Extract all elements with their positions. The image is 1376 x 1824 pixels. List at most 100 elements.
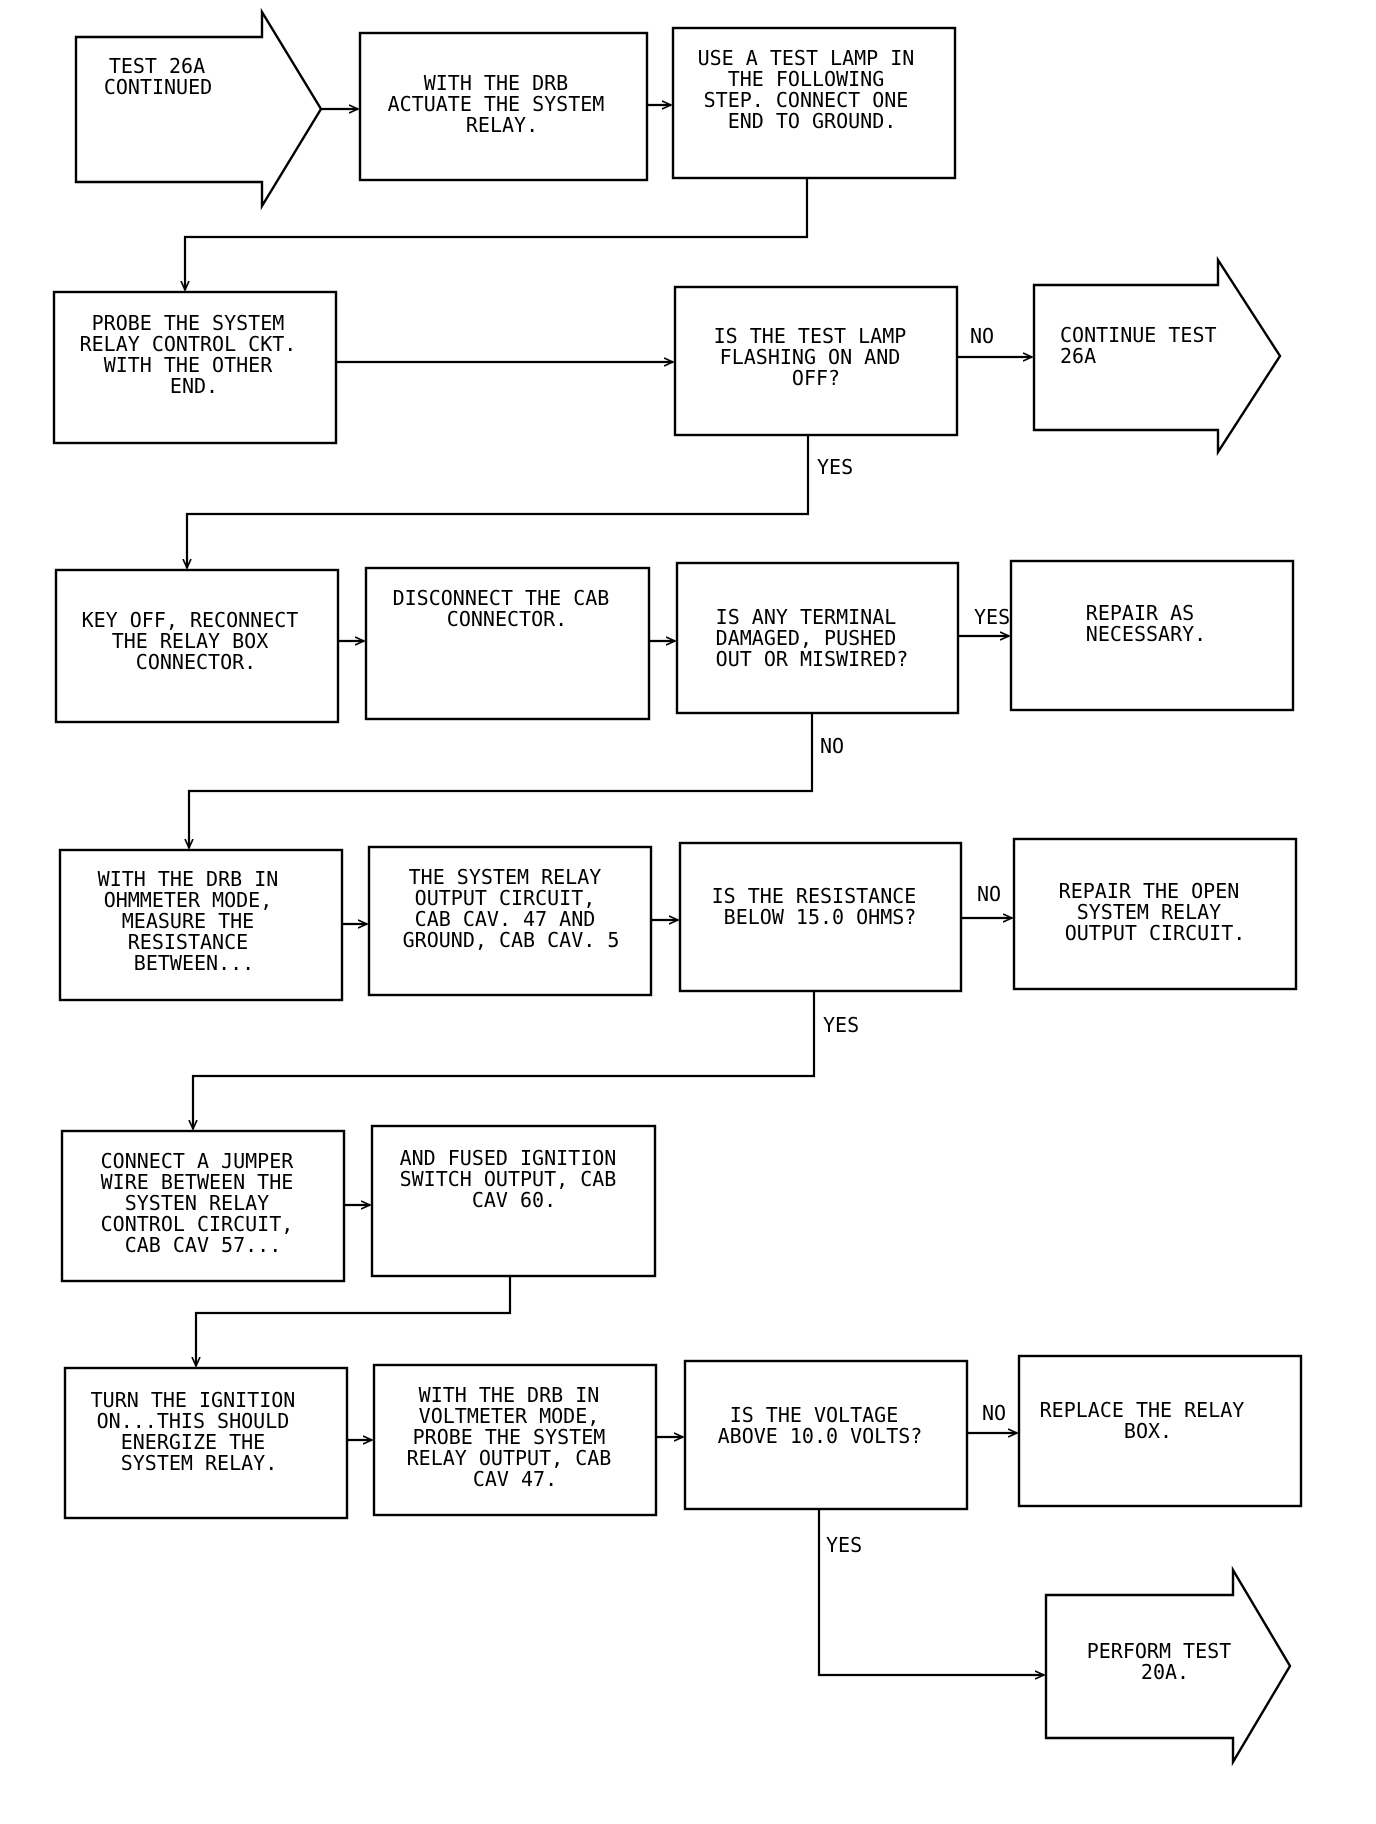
node-text-line: PROBE THE SYSTEM (413, 1425, 606, 1449)
jumper-box (60, 1129, 346, 1283)
node-output-circuit-text: THE SYSTEM RELAY OUTPUT CIRCUIT, CAB CAV… (403, 865, 620, 952)
node-text-line: CONNECTOR. (136, 650, 256, 674)
node-text-line: WITH THE DRB IN (419, 1383, 600, 1407)
edge-label-lamp-no: NO (970, 324, 994, 348)
node-text-line: WITH THE DRB IN (98, 867, 279, 891)
edge-label-lamp-yes: YES (817, 455, 853, 479)
edge-label-voltage-no: NO (982, 1401, 1006, 1425)
node-text-line: OUTPUT CIRCUIT, (415, 886, 596, 910)
node-text-line: MEASURE THE (122, 909, 254, 933)
node-text-line: AND FUSED IGNITION (400, 1146, 617, 1170)
node-text-line: END TO GROUND. (728, 109, 897, 133)
node-key-off-text: KEY OFF, RECONNECT THE RELAY BOX CONNECT… (82, 608, 311, 674)
node-text-line: DISCONNECT THE CAB (393, 586, 610, 610)
node-text-line: ON...THIS SHOULD (97, 1409, 290, 1433)
node-text-line: CAV 60. (472, 1188, 556, 1212)
node-text-line: CONTINUE TEST (1060, 323, 1217, 347)
output-circuit-box (367, 845, 653, 997)
node-text-line: TEST 26A (109, 54, 205, 78)
node-text-line: IS THE RESISTANCE (712, 884, 917, 908)
node-text-line: USE A TEST LAMP IN (698, 46, 915, 70)
node-text-line: WITH THE OTHER (104, 353, 274, 377)
node-text-line: CONNECT A JUMPER (101, 1149, 295, 1173)
voltmeter-box (372, 1363, 658, 1517)
node-text-line: KEY OFF, RECONNECT (82, 608, 299, 632)
node-text-line: SYSTEM RELAY. (121, 1451, 278, 1475)
test26a-entry-arrow (74, 7, 323, 211)
edge-label-terminal-yes: YES (974, 605, 1010, 629)
node-text-line: BOX. (1124, 1419, 1172, 1443)
node-actuate-text: WITH THE DRB ACTUATE THE SYSTEM RELAY. (388, 71, 617, 137)
node-text-line: RELAY OUTPUT, CAB (407, 1446, 612, 1470)
edge-label-terminal-no: NO (820, 734, 844, 758)
node-test-lamp-text: USE A TEST LAMP IN THE FOLLOWING STEP. C… (698, 46, 927, 133)
node-ignition-on-text: TURN THE IGNITION ON...THIS SHOULD ENERG… (91, 1388, 308, 1475)
node-terminal-damaged-text: IS ANY TERMINAL DAMAGED, PUSHED OUT OR M… (716, 605, 909, 671)
node-text-line: TURN THE IGNITION (91, 1388, 296, 1412)
node-text-line: DAMAGED, PUSHED (716, 626, 897, 650)
test-lamp-box (671, 26, 957, 180)
edge-label-voltage-yes: YES (826, 1533, 862, 1557)
actuate-box (358, 31, 649, 182)
node-repair-necessary-text: REPAIR AS NECESSARY. (1086, 601, 1206, 646)
repair-as-necessary-box (1009, 559, 1295, 712)
node-text-line: PERFORM TEST (1087, 1639, 1232, 1663)
node-text-line: IS ANY TERMINAL (716, 605, 897, 629)
node-text-line: 26A (1060, 344, 1096, 368)
node-text-line: REPAIR AS (1086, 601, 1194, 625)
node-text-line: SWITCH OUTPUT, CAB (400, 1167, 617, 1191)
node-text-line: PROBE THE SYSTEM (92, 311, 285, 335)
node-text-line: END. (170, 374, 218, 398)
node-text-line: STEP. CONNECT ONE (704, 88, 909, 112)
node-text-line: THE SYSTEM RELAY (409, 865, 602, 889)
node-repair-open-text: REPAIR THE OPEN SYSTEM RELAY OUTPUT CIRC… (1059, 879, 1252, 945)
node-text-line: BETWEEN... (134, 951, 254, 975)
node-text-line: ACTUATE THE SYSTEM (388, 92, 605, 116)
node-text-line: NECESSARY. (1086, 622, 1206, 646)
node-text-line: ABOVE 10.0 VOLTS? (718, 1424, 923, 1448)
node-probe-text: PROBE THE SYSTEM RELAY CONTROL CKT. WITH… (80, 311, 309, 398)
node-text-line: ENERGIZE THE (121, 1430, 266, 1454)
connector-terminal-no (189, 713, 814, 848)
node-text-line: FLASHING ON AND (720, 345, 901, 369)
node-fused-ignition-text: AND FUSED IGNITION SWITCH OUTPUT, CAB CA… (400, 1146, 629, 1212)
node-text-line: WIRE BETWEEN THE (101, 1170, 294, 1194)
fused-ignition-box (370, 1124, 657, 1278)
node-perform-20a-text: PERFORM TEST 20A. (1087, 1639, 1244, 1684)
node-test26a-text: TEST 26A CONTINUED (104, 54, 217, 99)
node-text-line: OHMMETER MODE, (104, 888, 273, 912)
node-text-line: IS THE TEST LAMP (714, 324, 907, 348)
node-text-line: CONTROL CIRCUIT, (101, 1212, 294, 1236)
node-text-line: SYSTEM RELAY (1077, 900, 1222, 924)
node-text-line: BELOW 15.0 OHMS? (724, 905, 917, 929)
node-text-line: SYSTEN RELAY (125, 1191, 270, 1215)
node-text-line: VOLTMETER MODE, (419, 1404, 600, 1428)
connector-voltage-yes (817, 1509, 1044, 1675)
node-text-line: OUT OR MISWIRED? (716, 647, 909, 671)
continue-26a-arrow (1032, 255, 1282, 457)
node-text-line: RELAY CONTROL CKT. (80, 332, 297, 356)
node-text-line: WITH THE DRB (424, 71, 569, 95)
node-jumper-text: CONNECT A JUMPER WIRE BETWEEN THE SYSTEN… (101, 1149, 306, 1257)
node-disconnect-cab-text: DISCONNECT THE CAB CONNECTOR. (393, 586, 622, 631)
node-text-line: OFF? (792, 366, 840, 390)
node-voltmeter-text: WITH THE DRB IN VOLTMETER MODE, PROBE TH… (407, 1383, 624, 1491)
node-text-line: THE RELAY BOX (112, 629, 269, 653)
terminal-damaged-decision (675, 561, 960, 715)
node-replace-relay-text: REPLACE THE RELAY BOX. (1040, 1398, 1257, 1443)
node-text-line: CAB CAV 57... (125, 1233, 282, 1257)
node-text-line: CONNECTOR. (447, 607, 567, 631)
node-text-line: GROUND, CAB CAV. 5 (403, 928, 620, 952)
voltage-decision (683, 1359, 969, 1511)
node-text-line: CAB CAV. 47 AND (415, 907, 596, 931)
connector-lamp-to-probe (185, 178, 809, 290)
node-text-line: THE FOLLOWING (728, 67, 885, 91)
connector-lamp-yes (187, 435, 810, 568)
edge-label-resistance-no: NO (977, 882, 1001, 906)
connector-resistance-yes (193, 991, 816, 1129)
node-text-line: IS THE VOLTAGE (730, 1403, 899, 1427)
node-resistance-text: IS THE RESISTANCE BELOW 15.0 OHMS? (712, 884, 929, 929)
ignition-on-box (63, 1366, 349, 1520)
disconnect-cab-box (364, 566, 651, 721)
